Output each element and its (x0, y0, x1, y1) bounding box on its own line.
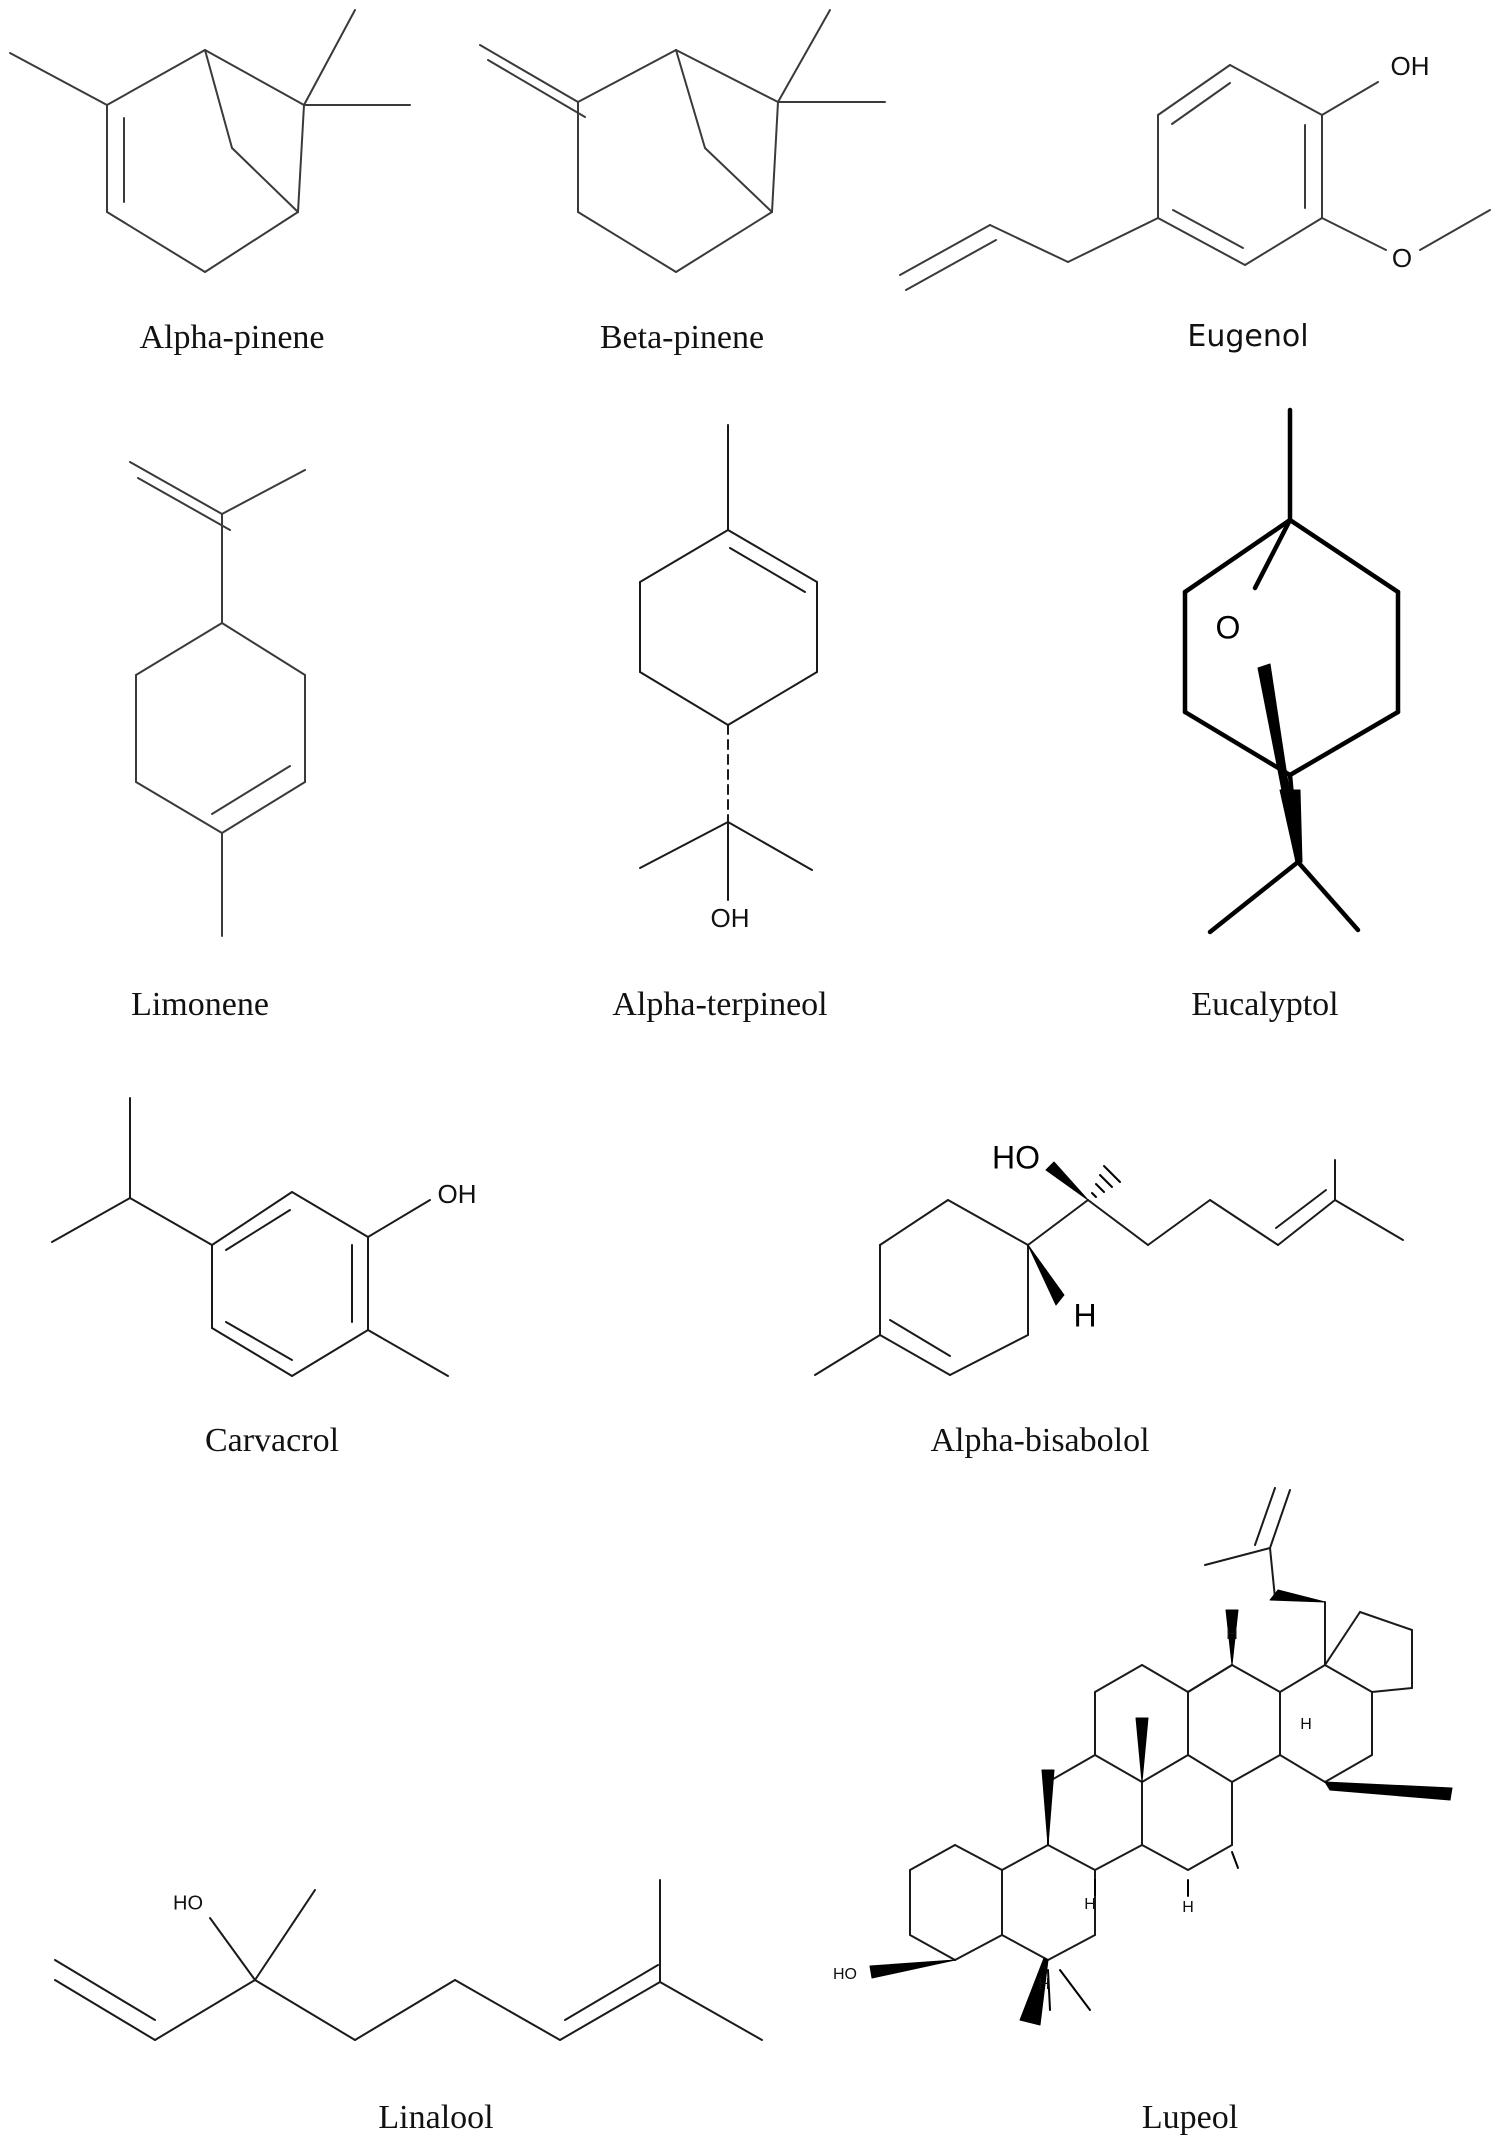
atom-hydroxyl: OH (1391, 51, 1430, 81)
atom-hydrogen-3: H (1084, 1896, 1096, 1913)
structure-eucalyptol (1182, 407, 1401, 935)
atom-hydroxyl: HO (992, 1139, 1040, 1175)
structure-beta-pinene (479, 9, 886, 273)
structure-carvacrol (51, 1097, 449, 1377)
structure-alpha-bisabolol (814, 1159, 1404, 1376)
atom-hydrogen-5: H (1182, 1899, 1194, 1916)
label-eugenol: Eugenol (1187, 319, 1308, 354)
structure-lupeol (909, 1487, 1413, 1961)
label-alpha-pinene: Alpha-pinene (139, 319, 324, 356)
atom-oxygen-mask (1204, 604, 1252, 652)
label-beta-pinene: Beta-pinene (600, 319, 764, 356)
atom-hydrogen-4: H (1038, 1976, 1050, 1993)
atom-hydrogen-2: H (1300, 1716, 1312, 1733)
structure-eugenol (899, 64, 1491, 291)
label-carvacrol: Carvacrol (205, 1422, 339, 1459)
atom-oxygen-bridge: O (1216, 609, 1241, 645)
atom-hydrogen: H (1073, 1297, 1096, 1333)
label-alpha-bisabolol: Alpha-bisabolol (930, 1422, 1149, 1459)
structure-limonene (129, 461, 306, 937)
atom-hydroxyl: OH (438, 1179, 477, 1209)
stereo-hash-methyl (1091, 1165, 1121, 1198)
structure-linalool (54, 1879, 763, 2041)
lupeol-stereo-bonds (869, 1589, 1453, 2026)
atom-hydroxyl: OH (711, 903, 750, 933)
atom-hydrogen-1: H (1226, 1626, 1238, 1643)
label-alpha-terpineol: Alpha-terpineol (612, 986, 827, 1023)
stereo-wedge-h (1027, 1244, 1065, 1306)
label-lupeol: Lupeol (1142, 2099, 1238, 2136)
label-limonene: Limonene (131, 986, 269, 1023)
atom-hydroxyl: HO (173, 1892, 203, 1914)
structure-alpha-terpineol (639, 424, 818, 901)
label-linalool: Linalool (378, 2099, 493, 2136)
stereo-wedge-ho (1045, 1161, 1089, 1201)
atom-oxygen-methoxy: O (1392, 243, 1412, 273)
structure-alpha-pinene (9, 9, 411, 273)
atom-hydroxyl: HO (833, 1966, 857, 1983)
label-eucalyptol: Eucalyptol (1191, 986, 1338, 1023)
